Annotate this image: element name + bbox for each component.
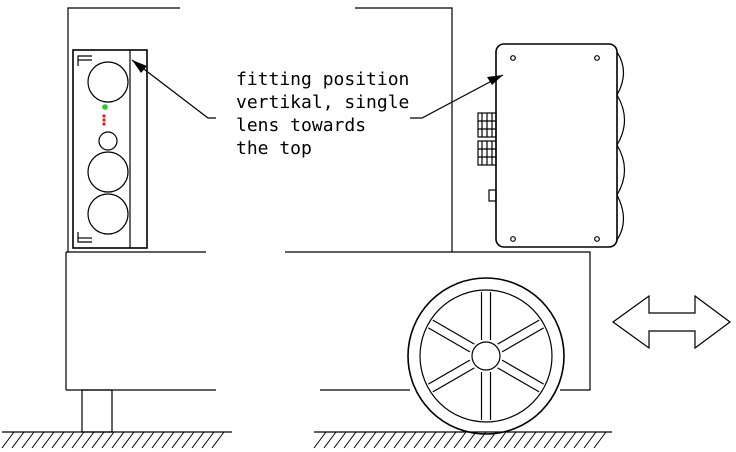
ground-hatch-stroke — [121, 431, 135, 449]
ground-hatch-stroke — [1, 431, 15, 449]
ground-hatch-stroke — [171, 431, 185, 449]
left-base-block — [65, 251, 216, 391]
ground-hatch-stroke — [51, 431, 65, 449]
ground-hatch-stroke — [383, 431, 397, 449]
ground-hatch-stroke — [41, 431, 55, 449]
ground-hatch-stroke — [363, 431, 377, 449]
ground-hatch-stroke — [563, 431, 577, 449]
left-support-foot — [81, 389, 113, 433]
ground-hatch-stroke — [81, 431, 95, 449]
sensor-lens-bottom — [87, 193, 129, 235]
ground-hatch-stroke — [313, 431, 327, 449]
ground-hatch-stroke — [21, 431, 35, 449]
ground-hatch-stroke — [433, 431, 447, 449]
ground-right — [313, 431, 612, 449]
ground-hatch-stroke — [543, 431, 557, 449]
annotation-line-2: vertikal, single — [236, 92, 409, 113]
ground-hatch-stroke — [373, 431, 387, 449]
cable-gland-upper — [477, 112, 497, 138]
ground-hatch-stroke — [141, 431, 155, 449]
ground-hatch-stroke — [533, 431, 547, 449]
ground-hatch-stroke — [333, 431, 347, 449]
double-arrow-icon — [611, 294, 732, 350]
sensor-lens-small — [98, 131, 118, 151]
ground-hatch-stroke — [513, 431, 527, 449]
ground-hatch-stroke — [463, 431, 477, 449]
connector-nub — [488, 189, 497, 202]
ground-hatch-stroke — [443, 431, 457, 449]
carriage-body — [285, 251, 591, 391]
ground-hatch-stroke — [71, 431, 85, 449]
ground-hatch-stroke — [151, 431, 165, 449]
ground-hatch-stroke — [473, 431, 487, 449]
ground-hatch-stroke — [323, 431, 337, 449]
wheel-spoke-edge — [497, 319, 540, 345]
ground-hatch-stroke — [161, 431, 175, 449]
sensor-lens-middle — [87, 151, 129, 193]
ground-hatch-stroke — [191, 431, 205, 449]
ground-hatch-stroke — [553, 431, 567, 449]
ground-hatch-stroke — [201, 431, 215, 449]
leader-line-sensor — [131, 59, 216, 119]
ground-hatch-stroke — [403, 431, 417, 449]
right-frame-outline — [355, 7, 453, 252]
annotation-line-4: the top — [236, 138, 312, 159]
wheel-spoke-edge — [432, 319, 475, 345]
ground-hatch-stroke — [493, 431, 507, 449]
ground-hatch-stroke — [483, 431, 497, 449]
ground-hatch-stroke — [393, 431, 407, 449]
left-pillar-outline — [67, 7, 180, 252]
sensor-indicator-led — [102, 104, 108, 126]
ground-hatch-stroke — [413, 431, 427, 449]
ground-hatch-stroke — [583, 431, 597, 449]
ground-hatch-stroke — [11, 431, 25, 449]
sensor-housing — [72, 49, 148, 249]
ground-hatch-stroke — [211, 431, 225, 449]
annotation-line-1: fitting position — [236, 69, 409, 90]
ground-hatch-stroke — [503, 431, 517, 449]
junction-box — [495, 43, 626, 248]
wheel-spoke-edge — [497, 367, 540, 393]
cable-gland-lower — [477, 140, 497, 166]
wheel — [407, 277, 565, 435]
leader-line-box — [410, 74, 504, 119]
ground-hatch-stroke — [573, 431, 587, 449]
annotation-line-3: lens towards — [236, 115, 366, 136]
ground-hatch-stroke — [593, 431, 607, 449]
ground-hatch-stroke — [101, 431, 115, 449]
wheel-spoke-edge — [501, 359, 544, 385]
ground-hatch-stroke — [111, 431, 125, 449]
wheel-spoke-edge — [501, 327, 544, 353]
ground-hatch-stroke — [453, 431, 467, 449]
ground-hatch-stroke — [353, 431, 367, 449]
ground-hatch-stroke — [523, 431, 537, 449]
ground-hatch-stroke — [181, 431, 195, 449]
wheel-spoke-edge — [428, 327, 471, 353]
wheel-spoke-edge — [432, 367, 475, 393]
ground-hatch-stroke — [61, 431, 75, 449]
ground-hatch-stroke — [31, 431, 45, 449]
ground-hatch-stroke — [91, 431, 105, 449]
wheel-spoke-edge — [428, 359, 471, 385]
ground-hatch-stroke — [131, 431, 145, 449]
ground-hatch-stroke — [343, 431, 357, 449]
sensor-lens-top — [87, 61, 129, 103]
ground-hatch-stroke — [423, 431, 437, 449]
ground-left — [1, 431, 232, 449]
